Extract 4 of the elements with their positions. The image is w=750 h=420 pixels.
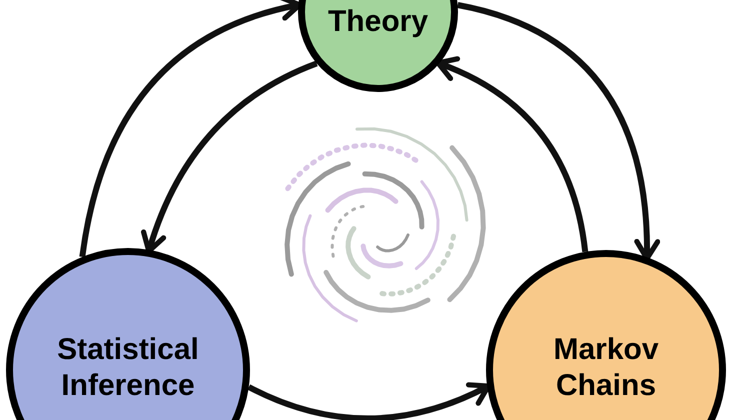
curved-arrow <box>436 56 588 252</box>
topic-label: Theory <box>326 4 430 40</box>
topic-label: Markov Chains <box>552 332 660 404</box>
topic-label: Statistical Inference <box>56 332 200 404</box>
